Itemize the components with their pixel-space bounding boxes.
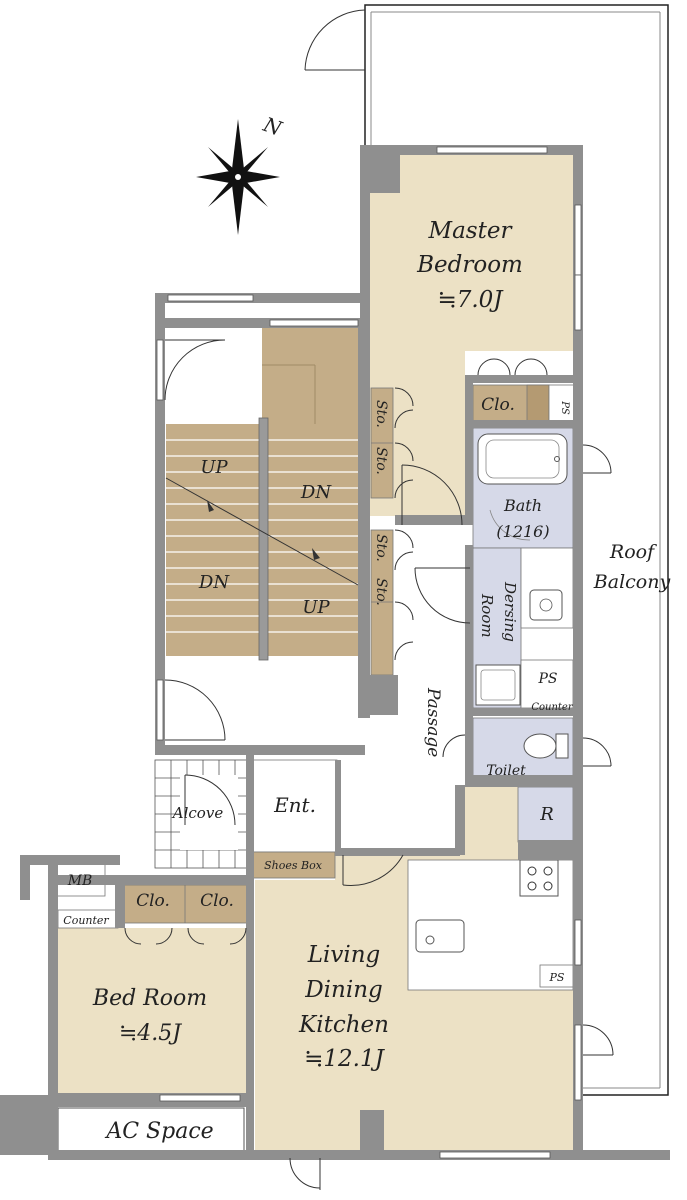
- roof-balcony: [364, 4, 669, 1096]
- closet-master-label: Clo.: [481, 395, 515, 415]
- mb-label: MB: [67, 873, 93, 889]
- stove: [519, 859, 559, 897]
- kitchen-sink: [415, 919, 465, 953]
- ps-top-label: PS: [559, 400, 570, 415]
- storage-label-3: Sto.: [373, 534, 389, 562]
- stair-rail: [258, 417, 269, 661]
- bathtub: [477, 433, 568, 485]
- stair-up-1: UP: [200, 457, 228, 478]
- shoes-box: [251, 851, 336, 879]
- storage-label-2: Sto.: [373, 447, 389, 475]
- entrance-label: Ent.: [273, 793, 316, 817]
- bed-room-floor: [58, 928, 246, 1093]
- bath-size: (1216): [496, 522, 549, 541]
- ac-space-label: AC Space: [104, 1119, 213, 1144]
- north-arrow-icon: [196, 119, 280, 235]
- bed-room-label: Bed Room: [92, 986, 207, 1011]
- storage-label-4: Sto.: [373, 578, 389, 606]
- counter-bed-label: Counter: [63, 914, 109, 927]
- roof-balcony-label-2: Balcony: [593, 571, 671, 593]
- ldk-size: ≒12.1J: [304, 1046, 385, 1072]
- shoes-box-label: Shoes Box: [264, 859, 323, 872]
- toilet-label: Toilet: [486, 763, 526, 779]
- ps-mid-label: PS: [537, 671, 557, 687]
- balcony-door-top: [304, 9, 366, 71]
- ps-mid: [520, 659, 574, 709]
- fridge-label: R: [539, 804, 554, 825]
- entrance-floor: [251, 759, 338, 853]
- washing-machine: [475, 664, 521, 706]
- dressing-label: Dersing: [501, 581, 519, 642]
- ldk-label-2: Dining: [304, 977, 383, 1003]
- doors: [124, 339, 614, 1190]
- storage-label-1: Sto.: [373, 400, 389, 428]
- master-bedroom-label: Master: [428, 218, 514, 244]
- dressing-label-2: Room: [478, 593, 496, 638]
- toilet-bowl: [523, 733, 557, 759]
- closet-bed-label-2: Clo.: [200, 891, 234, 911]
- stair-dn-1: DN: [300, 482, 332, 503]
- passage-label: Passage: [423, 687, 443, 757]
- ps-kitchen-label: PS: [549, 971, 565, 984]
- alcove-label: Alcove: [171, 804, 224, 822]
- bed-room-size: ≒4.5J: [119, 1021, 182, 1046]
- closet-bed-label-1: Clo.: [136, 891, 170, 911]
- ldk-label-3: Kitchen: [298, 1012, 389, 1038]
- ldk-label: Living: [307, 942, 381, 968]
- master-bedroom-label-2: Bedroom: [416, 252, 523, 278]
- master-bedroom-size: ≒7.0J: [437, 287, 504, 313]
- north-label: N: [259, 112, 286, 141]
- stair-landing: [262, 328, 358, 424]
- walls: [0, 145, 670, 1160]
- stair-up-2: UP: [302, 597, 330, 618]
- windows: [156, 146, 582, 1159]
- bath-label: Bath: [503, 496, 542, 515]
- counter-wash-label: Counter: [531, 702, 573, 713]
- master-bedroom-floor: [370, 155, 575, 351]
- roof-balcony-label: Roof: [609, 541, 657, 563]
- stair-dn-2: DN: [198, 572, 230, 593]
